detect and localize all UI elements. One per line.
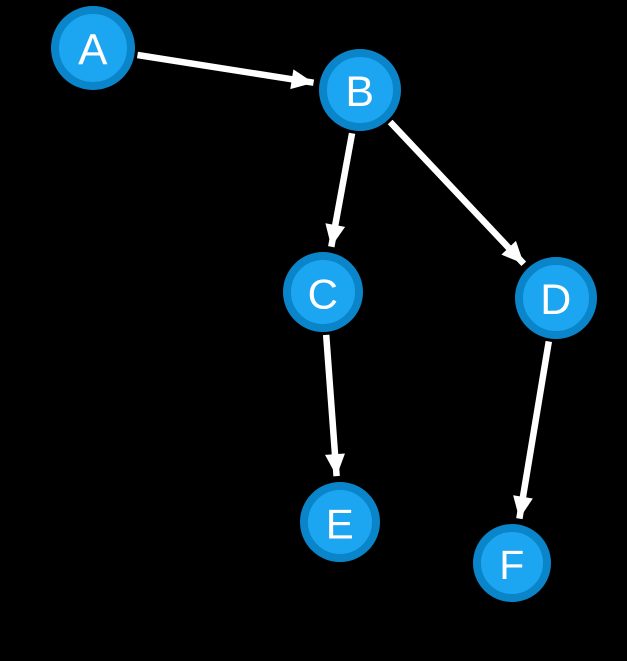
edge-D-F <box>513 340 552 520</box>
node-circle-E <box>300 482 380 562</box>
node-circle-D <box>515 257 597 339</box>
node-label-C: C <box>308 271 339 318</box>
node-B[interactable]: B <box>319 49 401 131</box>
node-label-B: B <box>345 68 374 116</box>
node-circle-A <box>51 6 135 90</box>
edge-B-D <box>387 119 527 267</box>
node-label-A: A <box>78 26 108 75</box>
node-label-F: F <box>499 542 525 588</box>
node-label-D: D <box>540 276 572 324</box>
node-E[interactable]: E <box>300 482 380 562</box>
node-circle-F <box>473 524 551 602</box>
node-C[interactable]: C <box>283 252 363 332</box>
node-F[interactable]: F <box>473 524 551 602</box>
node-A[interactable]: A <box>51 6 135 90</box>
edge-A-B <box>136 51 315 90</box>
edge-B-C <box>325 132 356 248</box>
edges-layer <box>136 51 552 520</box>
node-label-E: E <box>326 501 355 548</box>
node-D[interactable]: D <box>515 257 597 339</box>
edge-C-E <box>322 334 345 477</box>
nodes-layer: A B C D E F <box>51 6 597 602</box>
node-circle-B <box>319 49 401 131</box>
node-circle-C <box>283 252 363 332</box>
